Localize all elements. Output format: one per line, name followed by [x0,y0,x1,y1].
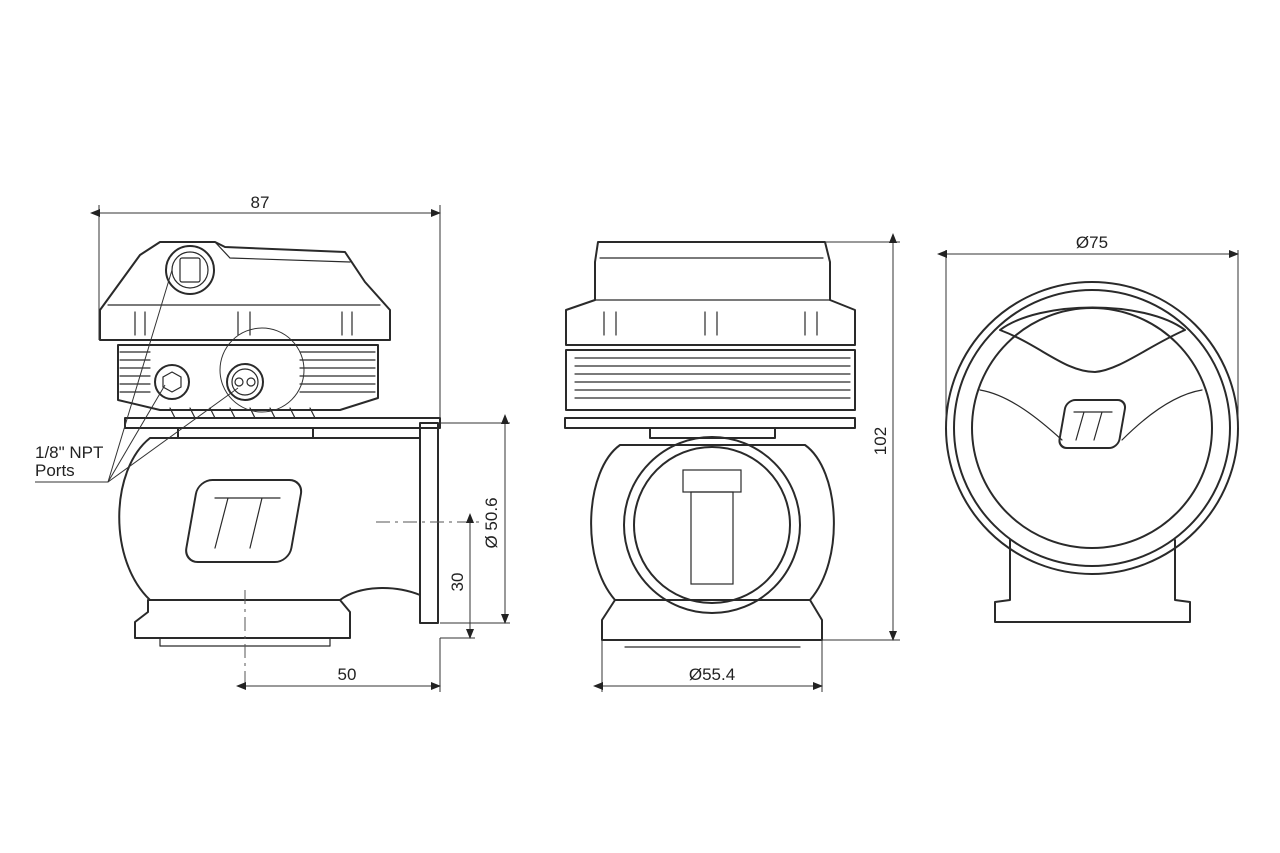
dimension-55-4: Ø55.4 [593,640,823,692]
fins-lower [169,407,316,419]
fins-front [574,357,851,399]
dim-75-label: Ø75 [1076,233,1108,252]
front-view [564,241,856,648]
dimension-102: 102 [822,233,900,641]
dim-87-label: 87 [251,193,270,212]
dimension-50: 50 [236,638,441,692]
dimension-75: Ø75 [937,233,1239,428]
ports-callout: 1/8" NPT Ports [35,269,239,483]
dim-50-label: 50 [338,665,357,684]
ports-label-line1: 1/8" NPT [35,443,103,462]
top-view [945,281,1239,623]
dim-30-label: 30 [448,573,467,592]
ports-label-line2: Ports [35,461,75,480]
dim-50-6-label: Ø 50.6 [482,497,501,548]
dimension-50-6: Ø 50.6 [440,414,510,624]
dim-55-4-label: Ø55.4 [689,665,735,684]
side-view [99,241,480,690]
fins-side [119,351,376,393]
dimension-30: 30 [440,513,475,639]
dimension-87: 87 [90,193,441,418]
dim-102-label: 102 [871,427,890,455]
